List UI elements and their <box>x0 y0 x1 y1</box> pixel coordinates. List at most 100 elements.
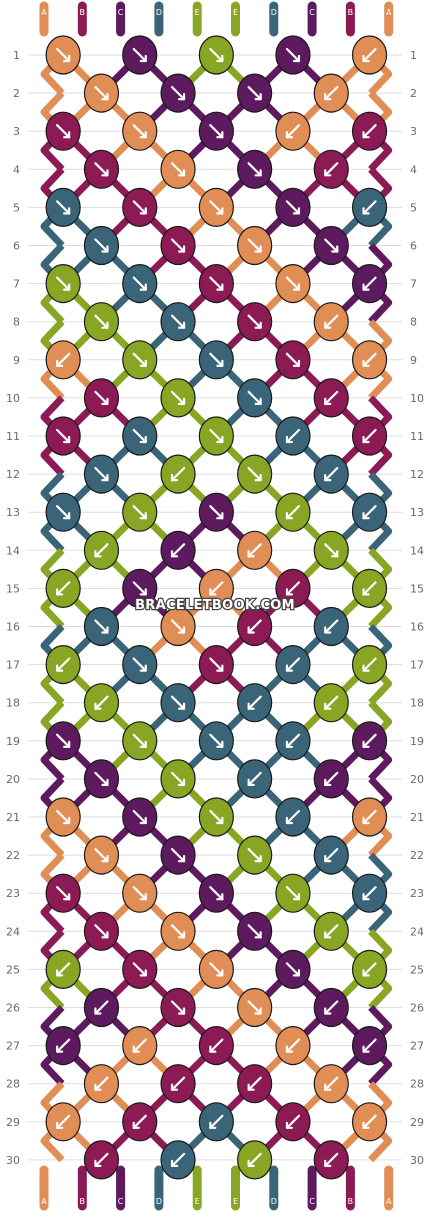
row-number: 19 <box>410 735 424 748</box>
knot <box>351 721 388 761</box>
arrow-down-right-icon <box>56 505 71 520</box>
knot <box>83 1140 120 1180</box>
arrow-down-right-icon <box>285 200 301 215</box>
arrow-down-right-icon <box>170 619 186 634</box>
arrow-down-right-icon <box>132 886 147 901</box>
knot <box>351 644 388 685</box>
knot <box>313 683 349 723</box>
arrow-down-left-icon <box>170 467 186 482</box>
row-number: 19 <box>6 735 20 748</box>
arrow-down-left-icon <box>247 771 262 787</box>
row-number: 28 <box>6 1078 20 1091</box>
row-number: 29 <box>410 1116 424 1129</box>
row-number: 16 <box>410 621 424 634</box>
knot <box>83 225 120 266</box>
row-number: 26 <box>6 1002 20 1015</box>
knot <box>83 149 120 189</box>
knot <box>122 111 158 151</box>
knot <box>275 1025 311 1066</box>
arrow-down-right-icon <box>285 276 301 291</box>
arrow-down-right-icon <box>56 47 71 63</box>
knot <box>275 340 311 380</box>
knot-grid <box>45 35 388 1180</box>
arrow-down-right-icon <box>247 314 262 329</box>
arrow-down-left-icon <box>247 695 262 710</box>
row-number: 10 <box>410 392 424 405</box>
strand-letter: B <box>80 1197 86 1206</box>
knot <box>160 225 196 266</box>
row-number: 3 <box>410 125 417 138</box>
knot <box>275 721 311 761</box>
row-number: 9 <box>410 354 417 367</box>
arrow-down-right-icon <box>247 238 262 253</box>
knot <box>275 797 311 837</box>
arrow-down-right-icon <box>132 124 147 139</box>
knot <box>160 454 196 494</box>
arrow-down-right-icon <box>247 85 262 101</box>
arrow-down-right-icon <box>56 428 71 444</box>
arrow-down-left-icon <box>362 124 377 139</box>
knot <box>275 568 311 609</box>
strand-letter: E <box>195 8 200 17</box>
arrow-down-right-icon <box>209 276 224 291</box>
arrow-down-right-icon <box>94 390 109 405</box>
knot <box>160 149 196 189</box>
knot <box>198 340 234 380</box>
arrow-down-right-icon <box>132 505 147 520</box>
arrow-down-right-icon <box>170 162 186 177</box>
arrow-down-left-icon <box>285 733 301 748</box>
knot <box>351 949 388 990</box>
arrow-down-right-icon <box>94 85 109 101</box>
arrow-down-right-icon <box>56 733 71 748</box>
knot <box>313 378 349 418</box>
knot <box>313 759 349 799</box>
knot <box>122 492 158 532</box>
arrow-down-right-icon <box>170 771 186 787</box>
knot <box>313 1140 349 1180</box>
knot <box>122 35 158 75</box>
knot <box>83 73 120 113</box>
knot <box>198 187 234 227</box>
arrow-down-left-icon <box>170 1152 186 1168</box>
row-number: 8 <box>13 316 20 329</box>
row-number: 2 <box>13 87 20 100</box>
row-number: 13 <box>410 506 424 519</box>
arrow-down-right-icon <box>132 428 147 444</box>
arrow-down-left-icon <box>324 467 339 482</box>
arrow-down-left-icon <box>285 809 301 825</box>
knot <box>237 225 273 266</box>
arrow-down-right-icon <box>170 314 186 329</box>
knot <box>160 911 196 951</box>
knot <box>237 1140 273 1180</box>
arrow-down-right-icon <box>209 47 224 63</box>
knot <box>83 835 120 875</box>
knot <box>83 606 120 647</box>
knot <box>237 73 273 113</box>
row-number: 21 <box>410 811 424 824</box>
knot <box>275 264 311 304</box>
knot <box>351 416 388 456</box>
row-number: 27 <box>6 1040 20 1053</box>
row-number: 7 <box>13 278 20 291</box>
arrow-down-left-icon <box>324 1076 339 1091</box>
knot <box>198 873 234 913</box>
arrow-down-right-icon <box>324 543 339 558</box>
knot <box>83 987 120 1028</box>
row-number: 20 <box>410 773 424 786</box>
watermark-text: BRACELETBOOK.COM <box>135 598 295 613</box>
arrow-down-left-icon <box>362 352 377 367</box>
row-number: 15 <box>6 582 20 595</box>
arrow-down-left-icon <box>324 314 339 329</box>
arrow-down-right-icon <box>56 200 71 215</box>
knot <box>198 1025 234 1066</box>
row-number: 24 <box>410 925 424 938</box>
arrow-down-right-icon <box>247 162 262 177</box>
row-number: 5 <box>410 201 417 214</box>
knot <box>313 225 349 266</box>
row-number: 30 <box>6 1154 20 1167</box>
arrow-down-right-icon <box>132 276 147 291</box>
row-number: 27 <box>410 1040 424 1053</box>
arrow-down-right-icon <box>209 124 224 139</box>
